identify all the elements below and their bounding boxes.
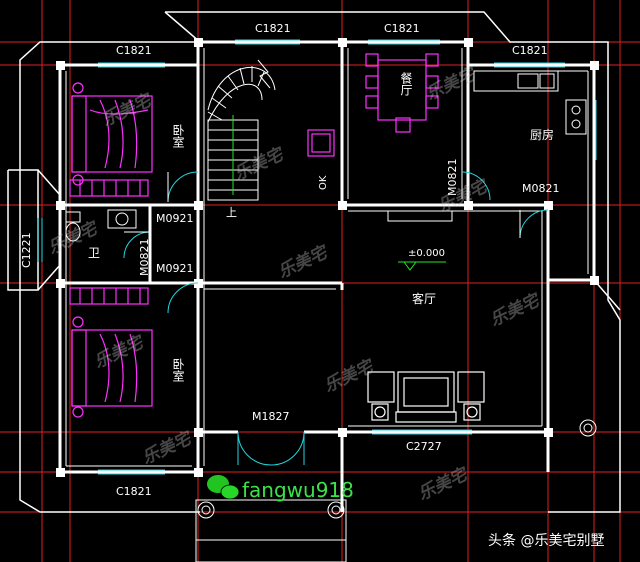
- window-label-dining: C1821: [384, 22, 420, 35]
- room-living: 客厅: [412, 292, 437, 306]
- bed-upper: [69, 82, 153, 197]
- stair-up-label: 上: [226, 206, 237, 219]
- inner-walls: [65, 48, 589, 467]
- entry-porch: [195, 419, 597, 562]
- door-label-m0921-lower: M0921: [156, 262, 194, 275]
- staircase: [207, 59, 276, 201]
- window-label-top-right: C1821: [512, 44, 548, 57]
- room-dining: 餐厅: [399, 72, 413, 96]
- kitchen-fixtures: [387, 70, 587, 222]
- sofa-set: [367, 371, 485, 423]
- door-label-m0921-upper: M0921: [156, 212, 194, 225]
- wechat-id: fangwu918: [242, 478, 354, 502]
- window-label-bottom-left: C1821: [116, 485, 152, 498]
- room-bedroom-lower: 卧室: [171, 358, 185, 382]
- level-marker: [398, 261, 446, 271]
- door-label-m0821-bath: M0821: [138, 238, 151, 277]
- columns: [56, 38, 599, 477]
- doors: [123, 171, 549, 466]
- window-label-top-left: C1821: [116, 44, 152, 57]
- level-label: ±0.000: [408, 248, 446, 259]
- dining-table: [307, 53, 439, 157]
- bed-lower: [69, 287, 153, 418]
- door-label-m0821-kitchen: M0821: [522, 182, 560, 195]
- room-bedroom-upper: 卧室: [171, 124, 185, 148]
- stair-ok-label: OK: [318, 175, 329, 190]
- bathroom-fixtures: [65, 209, 137, 242]
- wechat-icon: [207, 475, 240, 500]
- window-label-stair: C1821: [255, 22, 291, 35]
- window-label-living: C2727: [406, 440, 442, 453]
- windows: [37, 39, 597, 475]
- door-label-main: M1827: [252, 410, 290, 423]
- walls: [58, 40, 596, 512]
- window-label-left: C1221: [20, 232, 33, 268]
- room-kitchen: 厨房: [530, 128, 555, 142]
- credit-text: 头条 @乐美宅别墅: [488, 533, 605, 549]
- room-bathroom: 卫: [88, 246, 101, 260]
